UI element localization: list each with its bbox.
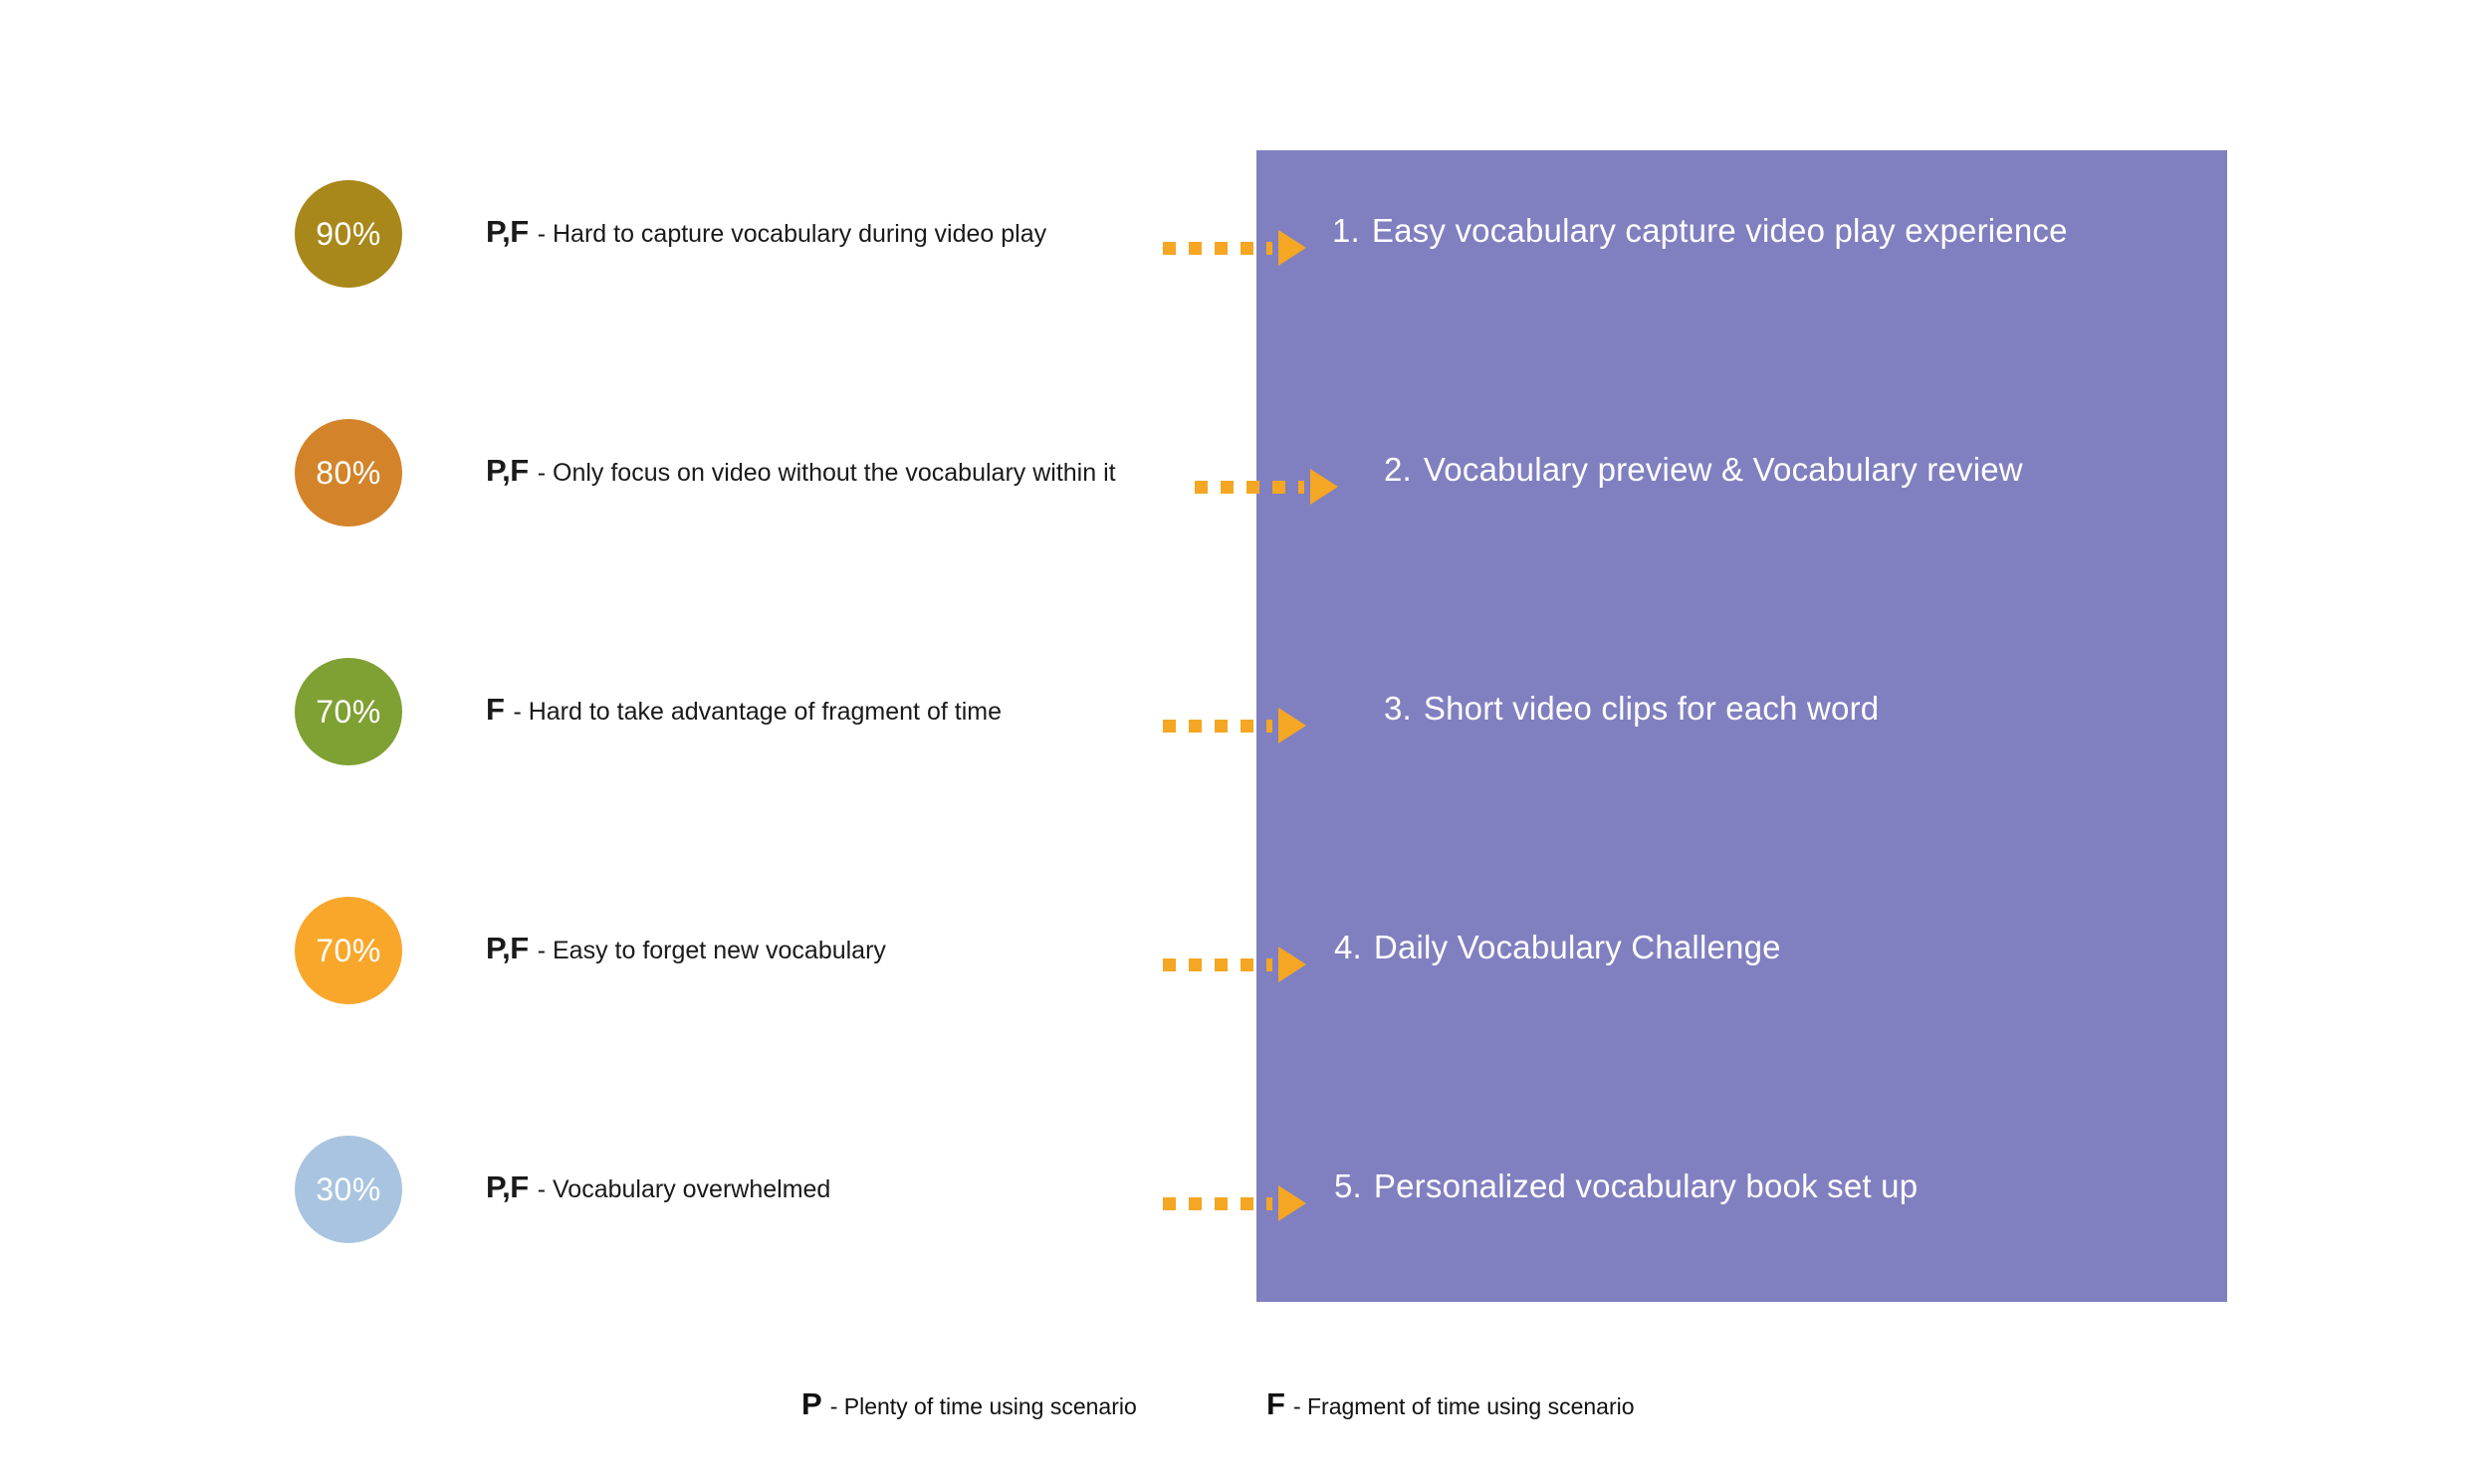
- solution-text: Short video clips for each word: [1423, 690, 1880, 727]
- percent-circle: 70%: [295, 658, 402, 765]
- arrow-right-icon: [1310, 469, 1338, 505]
- diagram-row: 70% F - Hard to take advantage of fragment…: [0, 642, 2489, 781]
- solution-number: 2.: [1384, 451, 1412, 488]
- solution-text: Vocabulary preview & Vocabulary review: [1423, 451, 2023, 488]
- legend: P - Plenty of time using scenario F - Fr…: [0, 1386, 2489, 1446]
- percent-label: 30%: [316, 1171, 381, 1207]
- diagram-row: 80% P,F - Only focus on video without the …: [0, 403, 2489, 542]
- pain-point-text: - Hard to take advantage of fragment of …: [513, 698, 1002, 726]
- solution-number: 4.: [1334, 929, 1362, 965]
- legend-fragment-tag: F: [1266, 1386, 1285, 1421]
- arrow-right-icon: [1278, 230, 1306, 266]
- solution-text: Easy vocabulary capture video play exper…: [1371, 212, 2068, 249]
- legend-item-fragment: F - Fragment of time using scenario: [1266, 1386, 1635, 1422]
- solution-item: 3. Short video clips for each word: [1384, 690, 1879, 728]
- dotted-line-icon: [1163, 719, 1272, 733]
- legend-plenty-desc: - Plenty of time using scenario: [829, 1393, 1137, 1419]
- solution-item: 4. Daily Vocabulary Challenge: [1334, 929, 1781, 966]
- percent-label: 70%: [316, 933, 381, 968]
- dotted-line-icon: [1163, 241, 1272, 255]
- pain-point: F - Hard to take advantage of fragment of…: [486, 692, 1002, 728]
- diagram-row: 30% P,F - Vocabulary overwhelmed 5. Personal…: [0, 1120, 2489, 1259]
- dotted-arrow-connector: [1163, 708, 1306, 743]
- scenario-tag: P,F: [486, 214, 529, 249]
- pain-point: P,F - Easy to forget new vocabulary: [486, 931, 886, 966]
- arrow-right-icon: [1278, 947, 1306, 982]
- scenario-tag: P,F: [486, 453, 529, 488]
- scenario-tag: P,F: [486, 1169, 529, 1204]
- legend-item-plenty: P - Plenty of time using scenario: [801, 1386, 1137, 1422]
- solution-text: Personalized vocabulary book set up: [1373, 1167, 1919, 1204]
- scenario-tag: P,F: [486, 931, 529, 965]
- percent-label: 90%: [316, 216, 381, 252]
- percent-circle: 90%: [295, 180, 402, 288]
- percent-circle: 80%: [295, 419, 402, 527]
- pain-point-text: - Easy to forget new vocabulary: [537, 937, 886, 964]
- dotted-line-icon: [1163, 957, 1272, 971]
- percent-circle: 70%: [295, 897, 402, 1004]
- solution-item: 5. Personalized vocabulary book set up: [1334, 1167, 1918, 1205]
- dotted-arrow-connector: [1195, 469, 1338, 505]
- percent-label: 80%: [316, 455, 381, 491]
- pain-point-text: - Only focus on video without the vocabu…: [537, 459, 1116, 487]
- diagram-row: 90% P,F - Hard to capture vocabulary durin…: [0, 164, 2489, 304]
- percent-label: 70%: [316, 694, 381, 730]
- arrow-right-icon: [1278, 1185, 1306, 1221]
- pain-point: P,F - Vocabulary overwhelmed: [486, 1169, 830, 1205]
- legend-plenty-tag: P: [801, 1386, 822, 1421]
- dotted-line-icon: [1195, 480, 1304, 494]
- solutions-panel: [1256, 150, 2227, 1302]
- pain-point: P,F - Only focus on video without the voc…: [486, 453, 1116, 489]
- pain-point-text: - Hard to capture vocabulary during vide…: [537, 220, 1047, 248]
- arrow-right-icon: [1278, 708, 1306, 743]
- solution-text: Daily Vocabulary Challenge: [1373, 929, 1781, 965]
- percent-circle: 30%: [295, 1136, 402, 1243]
- legend-fragment-desc: - Fragment of time using scenario: [1292, 1393, 1635, 1419]
- pain-point: P,F - Hard to capture vocabulary during v…: [486, 214, 1046, 250]
- solution-item: 2. Vocabulary preview & Vocabulary review: [1384, 451, 2023, 489]
- dotted-arrow-connector: [1163, 947, 1306, 982]
- pain-point-text: - Vocabulary overwhelmed: [537, 1175, 831, 1203]
- solution-number: 3.: [1384, 690, 1412, 727]
- solution-item: 1. Easy vocabulary capture video play exp…: [1332, 212, 2068, 250]
- dotted-arrow-connector: [1163, 230, 1306, 266]
- scenario-tag: F: [486, 692, 505, 727]
- diagram-row: 70% P,F - Easy to forget new vocabulary 4. D…: [0, 881, 2489, 1020]
- solution-number: 5.: [1334, 1167, 1362, 1204]
- solution-number: 1.: [1332, 212, 1360, 249]
- dotted-arrow-connector: [1163, 1185, 1306, 1221]
- dotted-line-icon: [1163, 1196, 1272, 1210]
